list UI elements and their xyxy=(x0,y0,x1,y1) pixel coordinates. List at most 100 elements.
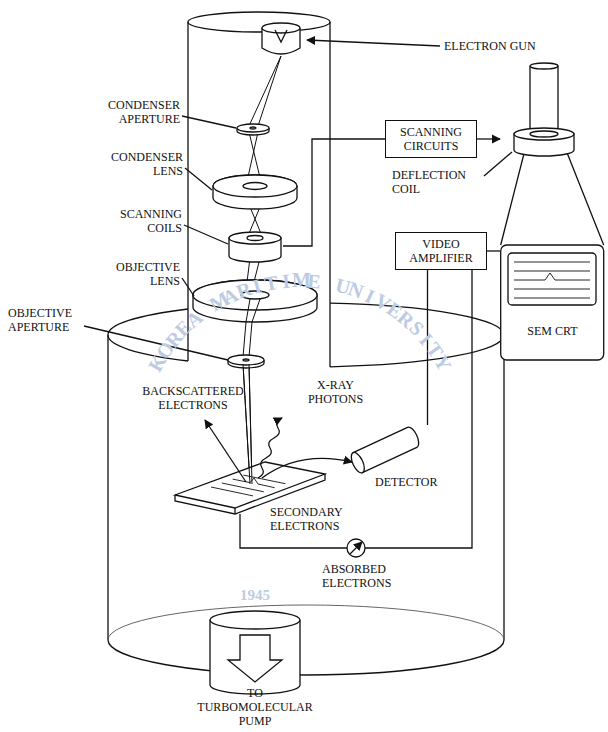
chamber-bottom xyxy=(108,640,504,675)
part-label: DEFLECTION COIL xyxy=(392,168,492,196)
watermark-letter: R xyxy=(232,277,255,303)
part-label-text: CONDENSER LENS xyxy=(95,150,183,178)
aperture-hole xyxy=(250,127,256,129)
watermark-letter: S xyxy=(403,315,430,342)
node-label: VIDEO AMPLIFIER xyxy=(403,237,479,265)
watermark-letter: R xyxy=(160,326,187,352)
part-label-text: SECONDARY ELECTRONS xyxy=(270,505,355,533)
signal-connector xyxy=(487,250,500,251)
detector-face xyxy=(349,451,367,475)
circuit-box: SCANNING CIRCUITS xyxy=(385,120,477,158)
crt-screen xyxy=(508,253,596,305)
crt-tube xyxy=(501,63,604,360)
watermark-letter xyxy=(319,270,339,294)
coil-bore xyxy=(530,131,558,137)
electron-beam xyxy=(243,364,252,484)
part-label-text: ABSORBED ELECTRONS xyxy=(322,562,407,590)
part-label-text: BACKSCATTERED ELECTRONS xyxy=(138,384,248,412)
deflection-coil-top xyxy=(514,128,574,140)
watermark-letter: M xyxy=(205,289,230,316)
part-label: SECONDARY ELECTRONS xyxy=(270,505,355,533)
watermark-letter: E xyxy=(170,315,197,342)
part-label-text: X-RAY PHOTONS xyxy=(298,378,373,406)
watermark-letter: Y xyxy=(429,350,456,375)
lens-bore xyxy=(243,183,267,190)
leader-line xyxy=(484,152,512,176)
scan-lines xyxy=(211,475,285,496)
chamber-floor xyxy=(108,605,504,640)
objective-lens xyxy=(193,280,317,322)
node-label: SEM CRT xyxy=(527,324,577,338)
specimen xyxy=(175,462,325,508)
detector-cylinder xyxy=(349,425,422,475)
watermark-letter: E xyxy=(305,269,323,292)
watermark-letter: T xyxy=(262,270,282,294)
signal-wire xyxy=(283,139,385,246)
watermark-letter: I xyxy=(277,269,295,292)
coil-bore xyxy=(247,236,263,241)
watermark-letter: R xyxy=(393,305,419,332)
pump-pipe xyxy=(210,620,300,694)
watermark-letter: T xyxy=(422,338,449,364)
signal-connector xyxy=(427,270,428,425)
leader-line xyxy=(182,278,194,296)
part-label-text: SCANNING COILS xyxy=(92,207,182,235)
scanning-coil-top xyxy=(229,232,281,244)
part-label: OBJECTIVE LENS xyxy=(90,260,180,288)
part-label: CONDENSER APERTURE xyxy=(92,98,180,126)
node-label: SCANNING CIRCUITS xyxy=(393,125,469,153)
crt-neck xyxy=(530,63,558,69)
leader-line xyxy=(307,40,440,46)
watermark-letter: I xyxy=(358,282,382,309)
backscatter-arrow xyxy=(205,420,246,482)
watermark-letter: M xyxy=(292,269,308,291)
chamber-wall xyxy=(108,335,504,640)
watermark-letter: A xyxy=(181,305,207,332)
detector: DETECTOR xyxy=(345,425,460,495)
lens-bore xyxy=(241,291,269,299)
specimen-edge xyxy=(234,508,235,514)
crt-monitor: SEM CRT xyxy=(500,62,605,365)
part-label: BACKSCATTERED ELECTRONS xyxy=(138,384,248,412)
electron-gun-top xyxy=(262,23,300,33)
electron-beam xyxy=(243,56,281,484)
part-label: SCANNING COILS xyxy=(92,207,182,235)
part-label: ELECTRON GUN xyxy=(444,39,574,53)
part-label-text: ELECTRON GUN xyxy=(444,39,536,53)
watermark: 1945 xyxy=(225,588,285,602)
part-label: OBJECTIVE APERTURE xyxy=(8,306,98,334)
xray-wave xyxy=(258,418,282,478)
watermark-letter: K xyxy=(144,350,171,375)
part-label-text: TO TURBOMOLECULAR PUMP xyxy=(194,686,316,728)
objective-lens-top xyxy=(193,280,317,310)
current-meter xyxy=(347,539,365,557)
watermark-letter: A xyxy=(218,282,242,309)
condenser-aperture-top xyxy=(237,124,269,132)
chamber-group xyxy=(84,12,512,694)
node-label: DETECTOR xyxy=(375,475,437,489)
crt-shape xyxy=(500,62,605,365)
column-top xyxy=(188,12,330,32)
electron-beam xyxy=(246,299,260,322)
watermark-letter: U xyxy=(332,273,353,298)
watermark-letter: E xyxy=(382,296,408,323)
leader-line xyxy=(84,326,228,360)
part-label: ABSORBED ELECTRONS xyxy=(322,562,407,590)
objective-aperture-top xyxy=(228,355,264,365)
scan-trace xyxy=(514,262,590,298)
part-label: CONDENSER LENS xyxy=(95,150,183,178)
part-label: X-RAY PHOTONS xyxy=(298,378,373,406)
aperture-hole xyxy=(243,359,249,361)
secondary-arrow xyxy=(262,458,352,478)
watermark-letter: I xyxy=(413,326,440,352)
chamber-top-front xyxy=(108,335,504,367)
part-label: TO TURBOMOLECULAR PUMP xyxy=(194,686,316,728)
part-label-text: OBJECTIVE LENS xyxy=(90,260,180,288)
part-label-text: CONDENSER APERTURE xyxy=(92,98,180,126)
part-label-text: OBJECTIVE APERTURE xyxy=(8,306,98,334)
electron-gun-notch xyxy=(275,30,287,42)
watermark-letter: N xyxy=(345,277,368,303)
